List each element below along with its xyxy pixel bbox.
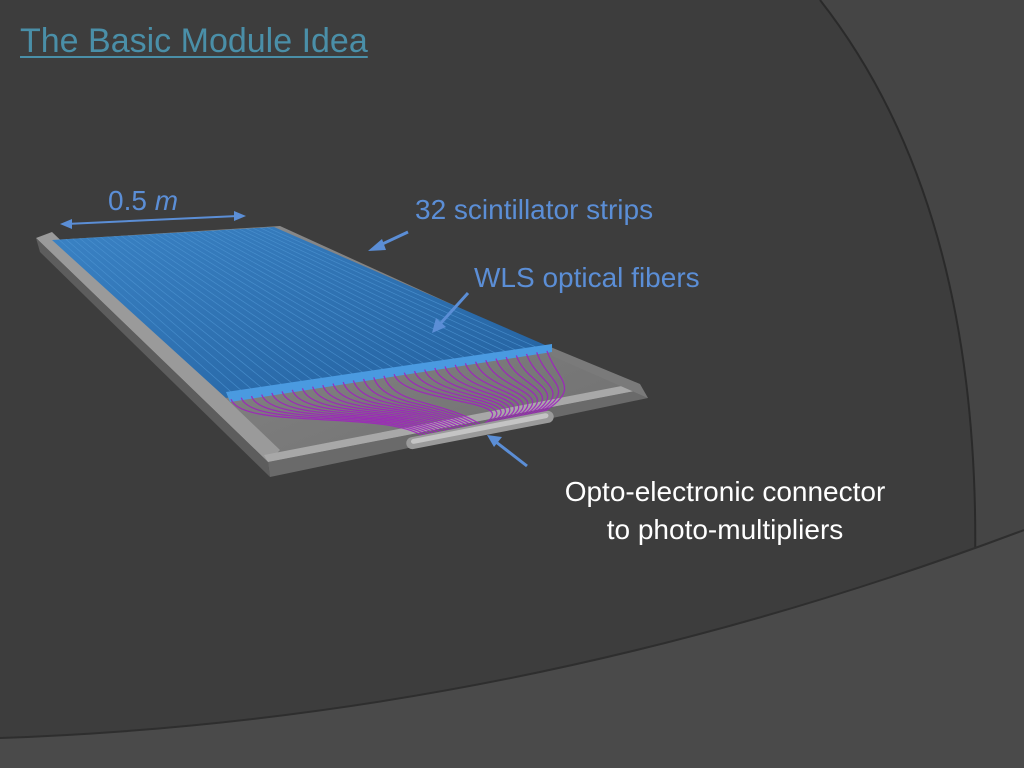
wls-fiber	[383, 375, 481, 425]
strip-divider	[58, 239, 237, 397]
pointer-arrow-strips	[368, 230, 409, 251]
wls-fiber	[464, 363, 524, 419]
pointer-arrow-fibers	[432, 291, 470, 333]
wls-fiber	[454, 364, 520, 420]
wls-fiber	[291, 389, 446, 432]
wls-fiber	[362, 378, 474, 427]
strip-divider	[128, 235, 339, 382]
strip-divider	[197, 231, 441, 366]
strip-divider	[135, 234, 349, 380]
strip-divider	[148, 234, 369, 377]
wls-fiber	[424, 369, 506, 422]
wls-fiber	[505, 356, 544, 416]
wls-fiber	[301, 388, 450, 431]
wls-fiber	[485, 359, 534, 418]
wls-fiber	[311, 386, 454, 431]
wls-fiber	[281, 391, 442, 433]
wls-fiber	[403, 372, 498, 424]
wls-fiber	[495, 358, 539, 417]
wls-fiber	[271, 392, 438, 434]
wls-fiber	[393, 373, 494, 425]
wls-fiber	[230, 398, 423, 437]
strips-label: 32 scintillator strips	[415, 194, 654, 225]
strip-divider	[141, 234, 359, 378]
strip-divider	[225, 229, 481, 360]
strip-divider	[176, 232, 410, 371]
wls-fiber	[515, 355, 549, 416]
connector-label-line2: to photo-multipliers	[606, 514, 844, 545]
strip-divider	[86, 237, 278, 391]
slide-title: The Basic Module Idea	[20, 22, 368, 60]
dimension-unit: m	[154, 185, 179, 216]
wls-fiber	[342, 381, 466, 428]
strip-divider	[246, 228, 512, 355]
optical-connector	[406, 410, 554, 450]
strip-divider	[204, 230, 451, 364]
strip-divider	[169, 232, 400, 372]
strip-divider	[162, 233, 390, 374]
wls-fiber	[373, 377, 477, 426]
fibers-label: WLS optical fibers	[474, 262, 700, 293]
wls-fiber	[525, 353, 554, 415]
strip-divider	[239, 228, 502, 357]
wls-fiber	[250, 395, 431, 435]
connector-label: Opto-electronic connector to photo-multi…	[505, 473, 945, 549]
strip-divider	[253, 227, 522, 354]
pointer-arrow-connector	[487, 435, 528, 468]
wls-fiber	[261, 394, 435, 434]
wls-fiber	[444, 366, 515, 421]
strip-divider	[72, 238, 257, 394]
dimension-arrow	[60, 211, 246, 229]
strip-divider	[183, 231, 420, 369]
wls-fibers	[230, 350, 566, 437]
wls-fiber	[542, 350, 566, 413]
wls-fiber	[352, 380, 470, 428]
strip-divider	[107, 236, 308, 386]
connector-label-line1: Opto-electronic connector	[564, 476, 886, 507]
strip-divider	[259, 227, 532, 352]
wls-fiber	[434, 367, 511, 422]
strip-divider	[65, 238, 247, 396]
dimension-label: 0.5 m	[108, 187, 178, 215]
strip-divider	[266, 227, 542, 350]
strip-divider	[93, 237, 288, 389]
strip-divider	[211, 230, 461, 363]
scintillator-strips	[52, 227, 552, 402]
strip-divider	[79, 238, 267, 393]
wls-fiber	[240, 397, 427, 436]
strip-divider	[121, 235, 329, 383]
strip-divider	[100, 236, 298, 388]
wls-fiber	[474, 361, 529, 419]
wls-fiber	[413, 370, 502, 423]
strip-divider	[232, 229, 492, 358]
wls-fiber	[322, 384, 458, 430]
wls-fiber	[536, 352, 560, 414]
strip-divider	[114, 236, 318, 385]
wls-fiber	[332, 383, 462, 429]
dimension-value: 0.5	[108, 185, 147, 216]
strip-divider	[190, 231, 430, 368]
strip-divider	[155, 233, 379, 375]
strip-divider	[218, 229, 471, 361]
